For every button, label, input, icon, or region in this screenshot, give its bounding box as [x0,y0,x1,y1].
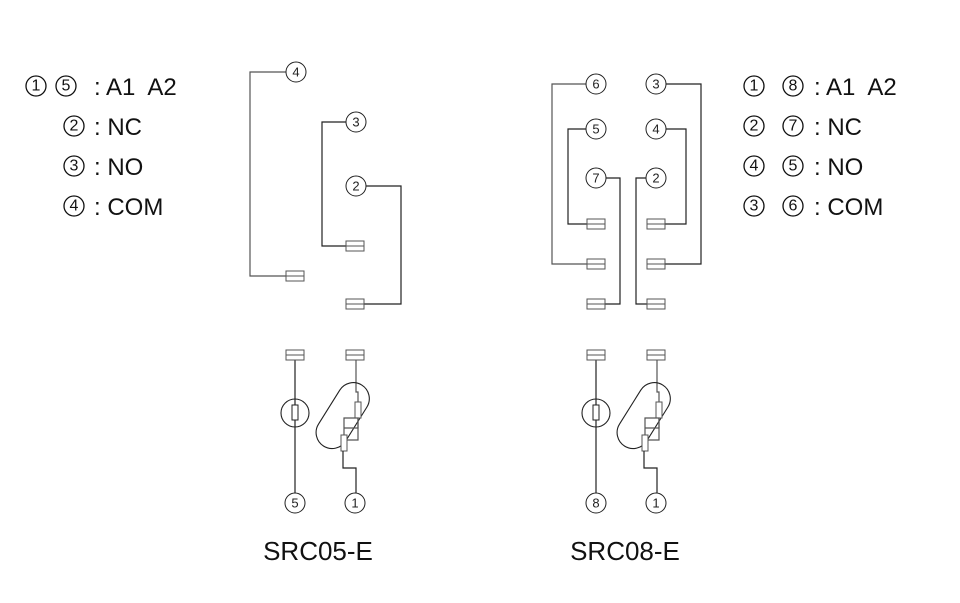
svg-text:1: 1 [750,78,759,95]
svg-text:5: 5 [592,122,599,137]
terminal [586,218,606,230]
pin-1: 1 [645,492,667,514]
pin-5: 5 [585,118,607,140]
pin-4: 4 [645,118,667,140]
wire-pin6 [551,83,587,265]
svg-text:6: 6 [789,198,798,215]
svg-text:7: 7 [789,118,798,135]
legend-row-a1a2: 1 5 : A1 A2 [25,74,177,101]
led-indicator-icon [581,398,611,428]
svg-text:2: 2 [750,118,759,135]
terminal [586,349,606,361]
legend-row-com: 4 : COM [63,194,163,221]
pin-3: 3 [345,111,367,133]
terminal [285,270,305,282]
svg-text:3: 3 [750,198,759,215]
svg-text:: NO: : NO [94,154,143,181]
pin-1: 1 [344,492,366,514]
terminal [586,298,606,310]
left-legend: 1 5 : A1 A2 2 : NC 3 : NO 4 : COM [25,74,177,221]
svg-text:5: 5 [291,496,298,511]
wire-pin3 [321,121,346,247]
wire-pin4 [665,128,687,225]
terminal [285,349,305,361]
wire-pin4 [249,71,286,277]
wire-pin7 [605,177,621,305]
svg-text:: COM: : COM [814,194,883,221]
svg-text:: A1 A2: : A1 A2 [94,74,177,101]
svg-text:4: 4 [292,65,299,80]
svg-text:: NO: : NO [814,154,863,181]
terminal [646,258,666,270]
svg-text:2: 2 [352,179,359,194]
wire-pin2 [635,177,647,305]
svg-text:2: 2 [70,118,79,135]
svg-text:8: 8 [789,78,798,95]
svg-text:2: 2 [652,171,659,186]
svg-text:1: 1 [32,78,41,95]
wire-pin2 [364,185,402,305]
pin-8: 8 [585,492,607,514]
svg-text:3: 3 [652,77,659,92]
svg-text:: A1 A2: : A1 A2 [814,74,897,101]
legend-row-nc: 2 7 : NC [743,114,862,141]
legend-row-nc: 2 : NC [63,114,142,141]
svg-text:5: 5 [789,158,798,175]
pin-6: 6 [585,73,607,95]
svg-text:7: 7 [592,171,599,186]
terminal [646,218,666,230]
svg-text:: NC: : NC [814,114,862,141]
pin-4: 4 [285,61,307,83]
legend-row-com: 3 6 : COM [743,194,883,221]
pin-2: 2 [645,167,667,189]
svg-text:5: 5 [62,78,71,95]
svg-text:3: 3 [352,115,359,130]
led-indicator-icon [280,398,310,428]
terminal [646,349,666,361]
svg-text:: NC: : NC [94,114,142,141]
pin-7: 7 [585,167,607,189]
diode-icon [616,360,671,493]
svg-text:: COM: : COM [94,194,163,221]
terminal [345,349,365,361]
terminal [345,240,365,252]
legend-row-no: 4 5 : NO [743,154,863,181]
model-label: SRC08-E [570,536,680,566]
legend-row-no: 3 : NO [63,154,143,181]
svg-text:1: 1 [351,496,358,511]
terminal [345,298,365,310]
svg-text:3: 3 [70,158,79,175]
wire-pin5 [567,128,587,225]
terminal [586,258,606,270]
diode-icon [315,360,370,493]
model-label: SRC05-E [263,536,373,566]
svg-text:4: 4 [750,158,759,175]
legend-row-a1a2: 1 8 : A1 A2 [743,74,897,101]
pin-5: 5 [284,492,306,514]
svg-text:1: 1 [652,496,659,511]
src05-diagram: 4 3 2 5 1 SRC05-E [249,61,402,566]
wire-pin3 [665,83,702,265]
pin-3: 3 [645,73,667,95]
src08-diagram: 6 3 5 4 7 2 8 1 SRC08-E [551,73,702,566]
svg-text:4: 4 [652,122,659,137]
right-legend: 1 8 : A1 A2 2 7 : NC 4 5 : NO 3 6 : COM [743,74,897,221]
terminal [646,298,666,310]
pin-2: 2 [345,175,367,197]
svg-text:8: 8 [592,496,599,511]
svg-text:6: 6 [592,77,599,92]
svg-text:4: 4 [70,198,79,215]
